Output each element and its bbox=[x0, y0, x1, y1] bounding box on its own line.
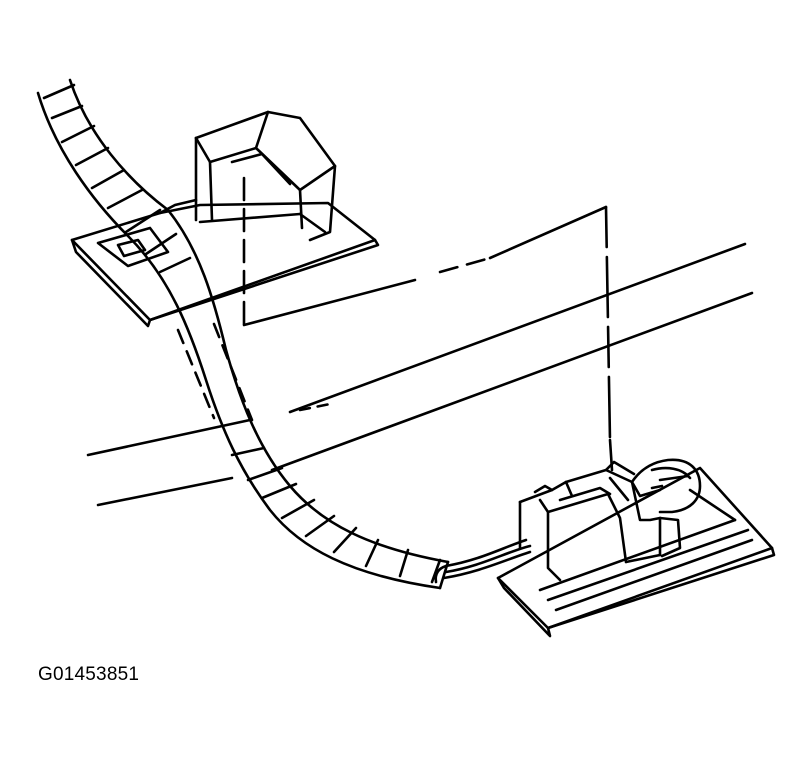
figure-code-label: G01453851 bbox=[38, 664, 140, 685]
lower-lamp-socket-with-bulb bbox=[496, 458, 776, 638]
wiring-harness-conduit bbox=[36, 78, 532, 590]
panel-outline bbox=[86, 242, 754, 507]
alignment-leader bbox=[242, 176, 614, 472]
upper-bulb-socket-bracket bbox=[70, 110, 380, 328]
